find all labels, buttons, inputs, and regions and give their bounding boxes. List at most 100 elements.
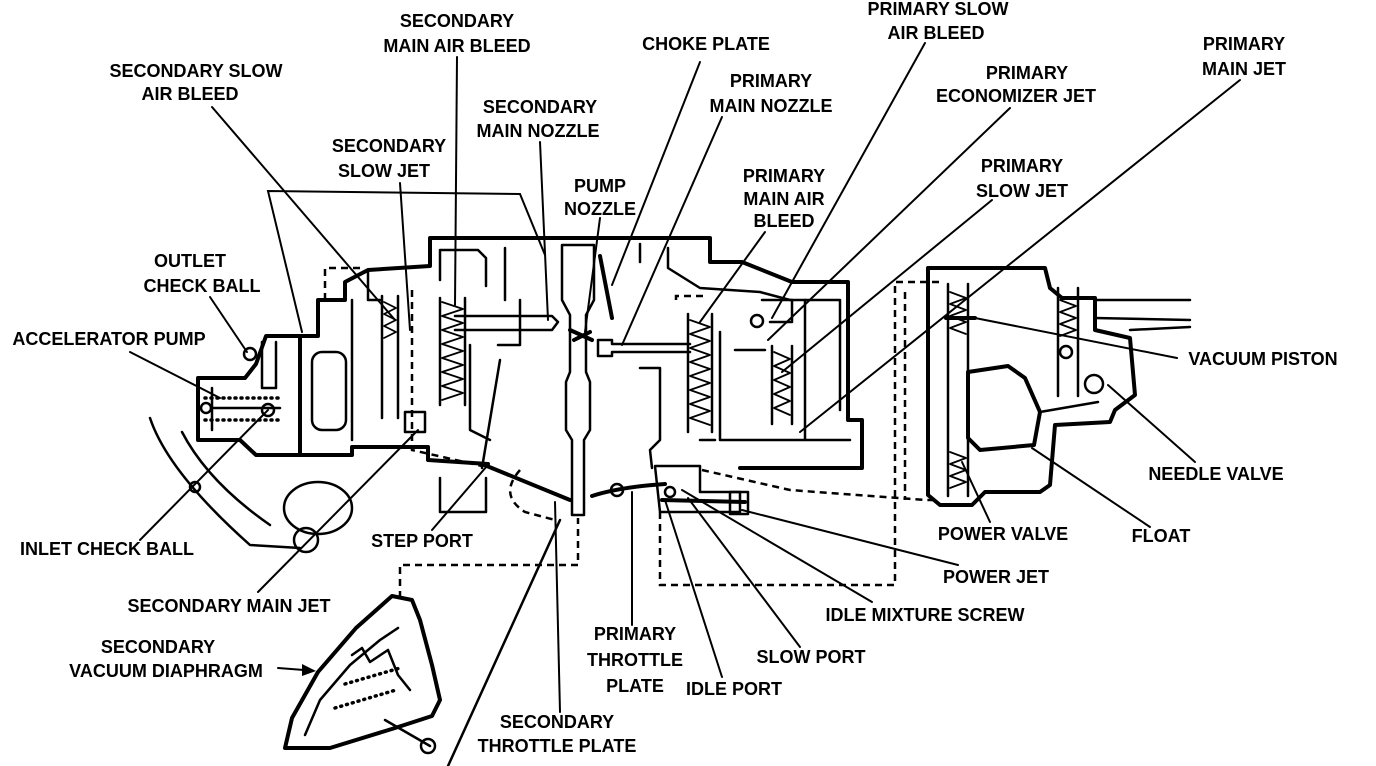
leader-line-idle-mixture-screw — [681, 489, 873, 603]
leader-line-secondary-slow-jet — [399, 182, 411, 331]
diaphragm-throttle-link — [446, 518, 562, 766]
label-primary-slow-jet-line-1: PRIMARY — [981, 156, 1063, 176]
left-barrel-wall — [350, 270, 382, 442]
slow-port — [663, 485, 677, 499]
secondary-top-passage — [438, 246, 522, 347]
diaphragm-arrow — [277, 667, 305, 671]
primary-throttle-plate — [590, 482, 667, 498]
label-power-valve: POWER VALVE — [938, 524, 1068, 544]
outlet-check-ball — [242, 346, 258, 362]
choke-plate — [598, 254, 614, 320]
leader-line-needle-valve — [1107, 384, 1196, 463]
leader-line-pump-nozzle — [584, 217, 601, 333]
label-outlet-check-ball-line-2: CHECK BALL — [144, 276, 261, 296]
label-primary-throttle-plate-line-1: PRIMARY — [594, 624, 676, 644]
primary-slow-jet-coil — [773, 351, 791, 416]
diaphragm-housing — [283, 594, 442, 750]
label-vacuum-piston: VACUUM PISTON — [1188, 349, 1337, 369]
label-choke-plate: CHOKE PLATE — [642, 34, 770, 54]
label-primary-throttle-plate-line-3: PLATE — [606, 676, 664, 696]
leader-line-primary-main-nozzle — [621, 116, 723, 346]
secondary-throttle-plate — [480, 462, 572, 502]
leader-line-bracket — [266, 189, 546, 333]
primary-economizer-jet — [749, 313, 765, 329]
leader-line-primary-economizer-jet — [767, 107, 1011, 341]
primary-main-air-bleed — [686, 312, 714, 434]
label-accelerator-pump: ACCELERATOR PUMP — [12, 329, 205, 349]
diaphragm-spring — [333, 666, 402, 710]
label-secondary-main-air-bleed-line-1: SECONDARY — [400, 11, 514, 31]
primary-main-air-bleed-tube — [686, 312, 714, 434]
label-primary-main-jet-line-2: MAIN JET — [1202, 59, 1286, 79]
label-inlet-check-ball: INLET CHECK BALL — [20, 539, 194, 559]
labels: SECONDARY MAIN AIR BLEED SECONDARY SLOW … — [12, 0, 1337, 756]
secondary-main-air-bleed — [438, 296, 467, 407]
body-window — [310, 350, 348, 432]
power-valve-lower-spring — [949, 451, 967, 489]
needle-valve — [1056, 286, 1105, 398]
leader-line-inlet-check-ball — [139, 409, 269, 541]
pump-lever-cam — [282, 480, 354, 536]
pump-linkage-arm — [148, 416, 302, 550]
leader-line-primary-slow-jet — [781, 199, 993, 373]
leader-line-outlet-check-ball — [209, 296, 248, 353]
power-valve-upper-spring — [949, 291, 967, 335]
leader-line-step-port — [431, 465, 488, 531]
leader-line-secondary-main-air-bleed — [454, 56, 458, 306]
venturi-partition — [560, 243, 596, 517]
leader-line-vacuum-piston — [974, 317, 1178, 359]
label-power-jet: POWER JET — [943, 567, 1049, 587]
label-needle-valve: NEEDLE VALVE — [1148, 464, 1283, 484]
label-primary-slow-air-bleed-line-1: PRIMARY SLOW — [867, 0, 1008, 19]
secondary-main-jet — [403, 410, 427, 434]
label-step-port: STEP PORT — [371, 531, 473, 551]
air-horn-top-right — [638, 242, 842, 412]
pump-valve-ball — [199, 401, 213, 415]
float-hinge — [1083, 373, 1105, 395]
leader-line-primary-main-jet — [799, 79, 1241, 433]
label-float: FLOAT — [1132, 526, 1191, 546]
leader-line-primary-slow-air-bleed — [771, 42, 926, 319]
secondary-vacuum-diaphragm — [277, 518, 562, 766]
float-bowl-outline — [926, 266, 1137, 507]
power-valve — [944, 282, 977, 498]
leader-line-secondary-slow-air-bleed — [211, 106, 396, 321]
label-secondary-throttle-plate-line-2: THROTTLE PLATE — [478, 736, 637, 756]
label-secondary-main-nozzle-line-2: MAIN NOZZLE — [477, 121, 600, 141]
label-secondary-main-nozzle-line-1: SECONDARY — [483, 97, 597, 117]
leader-line-secondary-main-jet — [257, 429, 419, 593]
idle-mixture-screw-head — [728, 490, 750, 516]
leader-line-idle-port — [664, 499, 723, 678]
label-primary-slow-air-bleed-line-2: AIR BLEED — [887, 23, 984, 43]
secondary-main-air-bleed-tube — [438, 296, 467, 407]
label-primary-economizer-jet-line-1: PRIMARY — [986, 63, 1068, 83]
throttle-shaft — [609, 482, 625, 498]
label-primary-main-jet-line-1: PRIMARY — [1203, 34, 1285, 54]
leader-lines — [129, 42, 1241, 713]
label-pump-nozzle-line-2: NOZZLE — [564, 199, 636, 219]
passage-idle — [658, 280, 940, 587]
primary-main-air-bleed-coil — [689, 319, 711, 426]
leader-line-accelerator-pump — [129, 351, 221, 399]
label-primary-main-air-bleed-line-1: PRIMARY — [743, 166, 825, 186]
leader-line-choke-plate — [611, 61, 701, 286]
label-idle-port: IDLE PORT — [686, 679, 782, 699]
passage-throttle-linkage — [509, 469, 556, 522]
needle-valve-tip — [1058, 344, 1074, 360]
label-secondary-vacuum-diaphragm-line-2: VACUUM DIAPHRAGM — [69, 661, 263, 681]
label-pump-nozzle-line-1: PUMP — [574, 176, 626, 196]
pump-nozzle — [568, 328, 594, 342]
label-secondary-throttle-plate-line-1: SECONDARY — [500, 712, 614, 732]
label-slow-port: SLOW PORT — [757, 647, 866, 667]
diaphragm-rod-pin — [419, 737, 437, 755]
label-primary-economizer-jet-line-2: ECONOMIZER JET — [936, 86, 1096, 106]
leader-line-secondary-throttle-plate — [554, 501, 561, 713]
label-primary-throttle-plate-line-2: THROTTLE — [587, 650, 683, 670]
passage-secondary-slow — [410, 290, 483, 468]
internal-passages — [323, 266, 940, 598]
primary-body-interior — [698, 298, 852, 442]
label-secondary-slow-air-bleed-line-2: AIR BLEED — [141, 84, 238, 104]
primary-main-nozzle — [596, 338, 692, 358]
accelerator-pump-assembly — [148, 334, 354, 554]
fuel-inlet-tubes — [1093, 298, 1192, 332]
